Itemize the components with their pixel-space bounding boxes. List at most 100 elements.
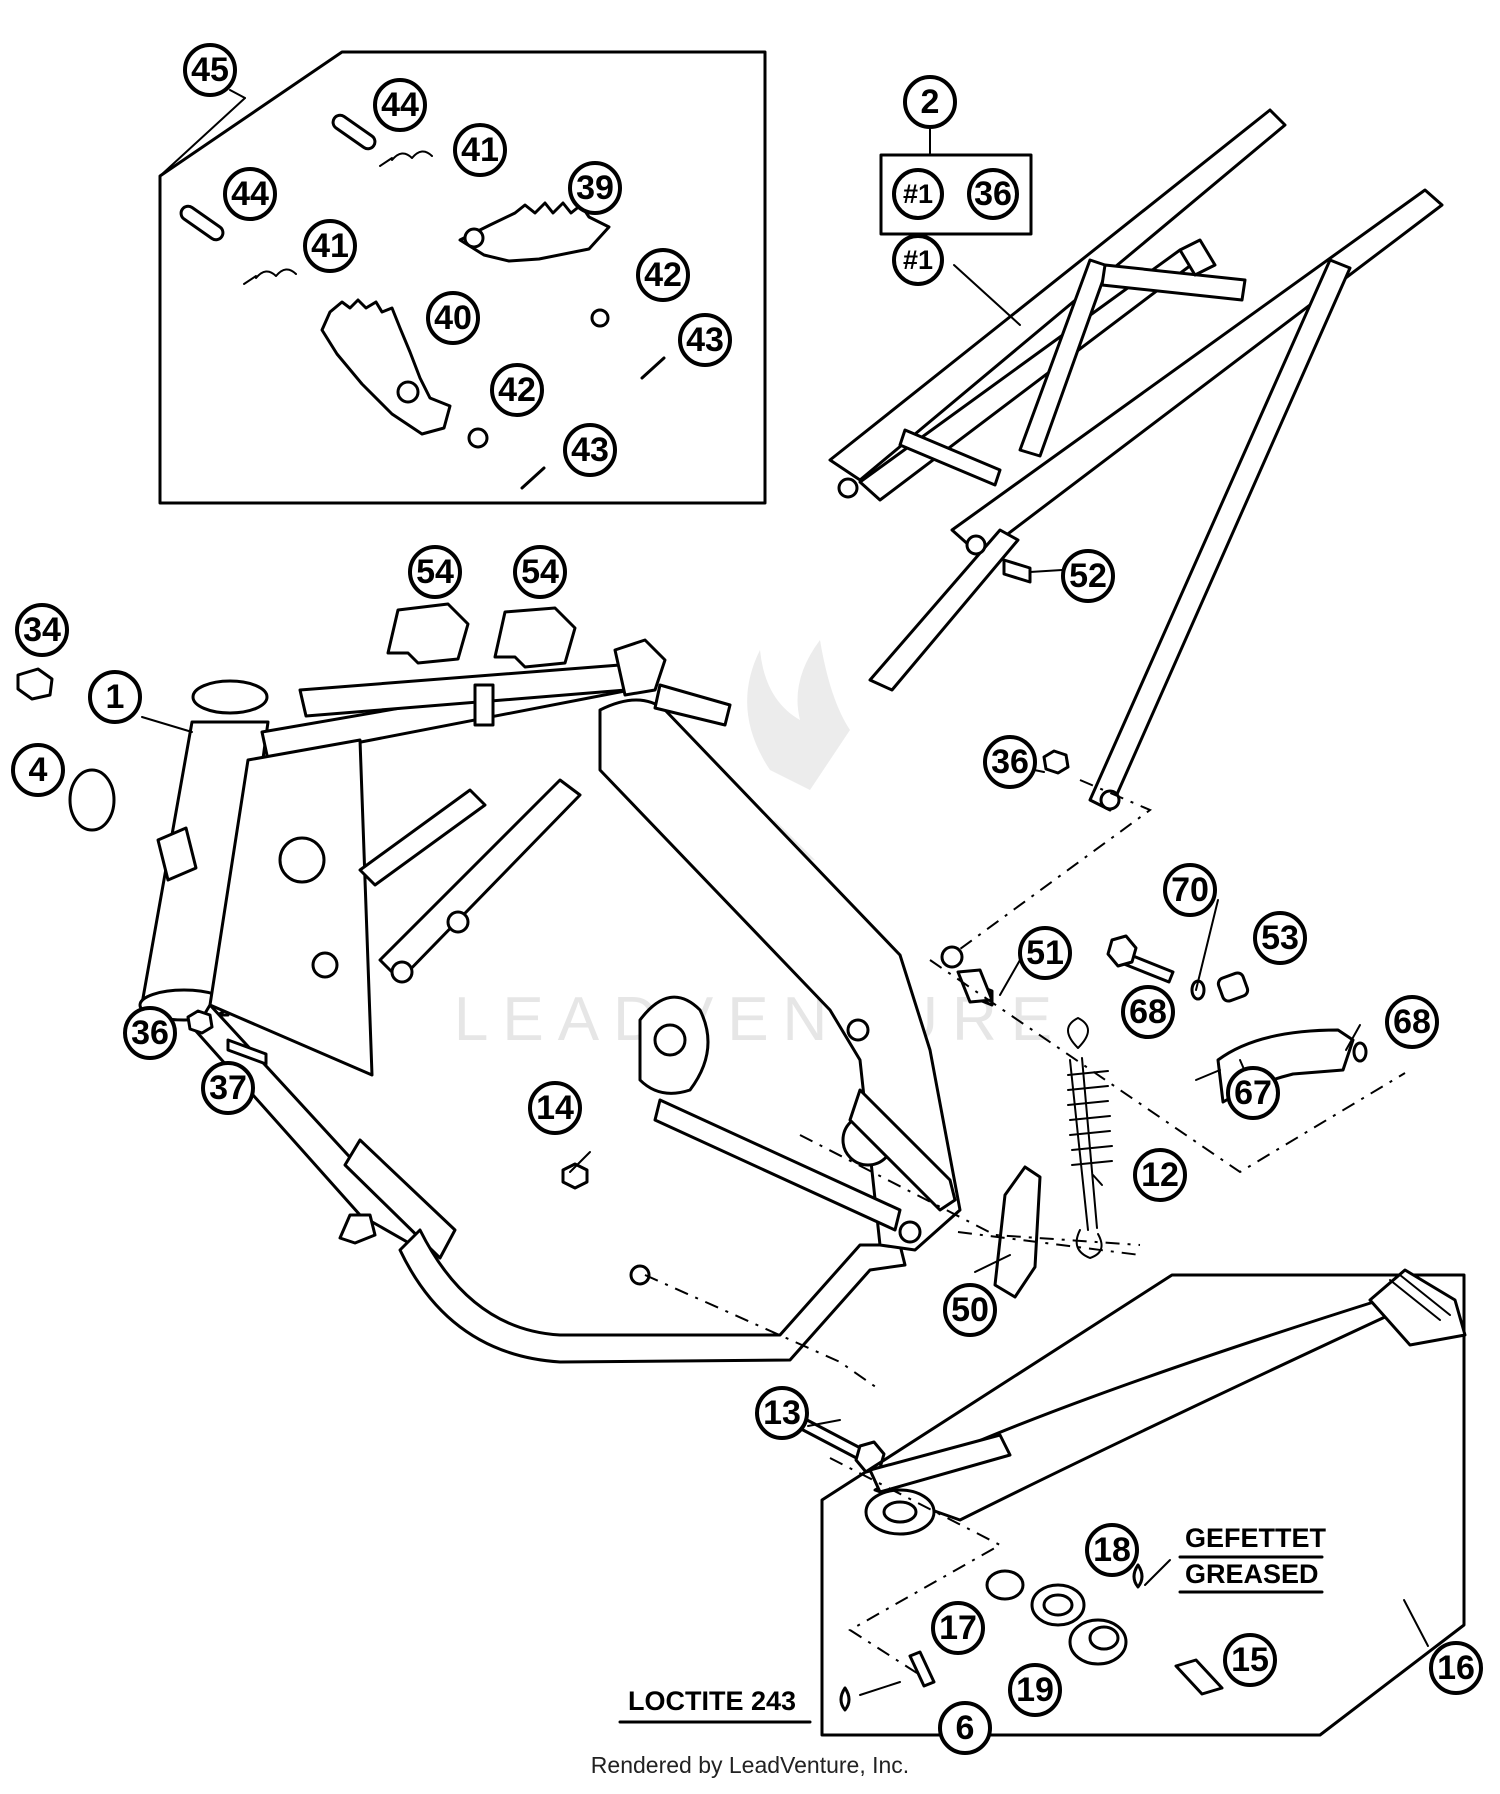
callout-42-top[interactable]: 42	[636, 248, 690, 302]
callout-44-top[interactable]: 44	[373, 78, 427, 132]
callout-1-frame-label: 1	[106, 678, 125, 716]
callout-51-label: 51	[1026, 934, 1064, 972]
callout-40-label: 40	[434, 299, 472, 337]
note-loctite: LOCTITE 243	[628, 1686, 796, 1716]
callout-16-label: 16	[1437, 1649, 1475, 1687]
nut-36-subframe	[1042, 749, 1070, 775]
callout-1-sub[interactable]: #1	[892, 168, 944, 220]
callout-70[interactable]: 70	[1163, 863, 1217, 917]
callout-13[interactable]: 13	[755, 1386, 809, 1440]
callout-36-sub[interactable]: 36	[967, 168, 1019, 220]
callout-42-bottom-label: 42	[498, 371, 536, 409]
callout-67-label: 67	[1234, 1074, 1272, 1112]
footpeg-spring-bottom	[243, 268, 297, 285]
note-gefettet: GEFETTET	[1185, 1523, 1327, 1553]
label-54-right	[493, 606, 577, 669]
callout-34-label: 34	[23, 611, 61, 649]
seal-ring-4	[68, 768, 116, 832]
callout-40[interactable]: 40	[426, 291, 480, 345]
callout-12-label: 12	[1141, 1156, 1179, 1194]
callout-45-label: 45	[191, 51, 229, 89]
callout-6[interactable]: 6	[938, 1701, 992, 1755]
callouts[interactable]: 45 44 44 41 41 39 40 42 42 43 43 2 #1 36…	[11, 43, 1483, 1755]
footpeg-pin-top	[331, 113, 377, 151]
callout-1-sub-label: #1	[903, 179, 933, 209]
watermark-text: LEADVENTURE	[454, 985, 1066, 1054]
callout-14-label: 14	[536, 1089, 574, 1127]
callout-52-label: 52	[1069, 557, 1107, 595]
callout-43-bottom-label: 43	[571, 431, 609, 469]
callout-68-right-label: 68	[1393, 1003, 1431, 1041]
callout-43-top-label: 43	[686, 321, 724, 359]
callout-45[interactable]: 45	[183, 43, 237, 97]
callout-42-bottom[interactable]: 42	[490, 363, 544, 417]
callout-54-left-label: 54	[416, 553, 454, 591]
callout-34[interactable]: 34	[15, 603, 69, 657]
callout-43-top[interactable]: 43	[678, 313, 732, 367]
callout-19-label: 19	[1016, 1671, 1054, 1709]
callout-37-label: 37	[209, 1069, 247, 1107]
notes: GEFETTET GREASED LOCTITE 243	[618, 1523, 1327, 1724]
callout-1-subframe[interactable]: #1	[892, 234, 944, 286]
footpeg-left	[320, 298, 452, 436]
callout-19[interactable]: 19	[1008, 1663, 1062, 1717]
callout-53[interactable]: 53	[1253, 911, 1307, 965]
main-frame	[138, 638, 964, 1364]
callout-68-right[interactable]: 68	[1385, 995, 1439, 1049]
callout-36-subframe-label: 36	[991, 743, 1029, 781]
callout-1-frame[interactable]: 1	[88, 670, 142, 724]
footpeg-pin-bottom	[179, 204, 225, 242]
callout-4-label: 4	[29, 751, 48, 789]
bolt-52	[1002, 558, 1032, 584]
nut-14	[561, 1162, 589, 1190]
cotter-pin-bottom	[520, 466, 546, 490]
callout-6-label: 6	[956, 1709, 975, 1747]
callout-52[interactable]: 52	[1061, 549, 1115, 603]
callout-15[interactable]: 15	[1223, 1633, 1277, 1687]
callout-43-bottom[interactable]: 43	[563, 423, 617, 477]
o-ring-17	[985, 1569, 1025, 1601]
callout-68-left[interactable]: 68	[1121, 985, 1175, 1039]
callout-70-label: 70	[1171, 871, 1209, 909]
callout-39[interactable]: 39	[568, 161, 622, 215]
callout-37[interactable]: 37	[201, 1061, 255, 1115]
callout-36-front[interactable]: 36	[123, 1006, 177, 1060]
callout-39-label: 39	[576, 169, 614, 207]
callout-4[interactable]: 4	[11, 743, 65, 797]
callout-1-subframe-label: #1	[903, 245, 933, 275]
callout-2-label: 2	[921, 83, 940, 121]
cap-34	[16, 667, 54, 701]
callout-14[interactable]: 14	[528, 1081, 582, 1135]
callout-12[interactable]: 12	[1133, 1148, 1187, 1202]
watermark: LEADVENTURE	[454, 640, 1066, 1054]
sidestand-kit-box	[820, 1268, 1467, 1737]
callout-54-left[interactable]: 54	[408, 545, 462, 599]
callout-44-top-label: 44	[381, 86, 419, 124]
callout-41-bottom[interactable]: 41	[303, 219, 357, 273]
callout-17[interactable]: 17	[931, 1601, 985, 1655]
callout-44-bottom[interactable]: 44	[223, 167, 277, 221]
callout-2[interactable]: 2	[903, 75, 957, 129]
nut-36-front	[186, 1009, 214, 1035]
washer-68-right	[1352, 1041, 1368, 1063]
callout-16[interactable]: 16	[1429, 1641, 1483, 1695]
spring-12	[1067, 1017, 1098, 1231]
washer-top	[590, 308, 610, 328]
callout-54-right[interactable]: 54	[513, 545, 567, 599]
callout-50[interactable]: 50	[943, 1283, 997, 1337]
callout-68-left-label: 68	[1129, 993, 1167, 1031]
callout-18[interactable]: 18	[1085, 1523, 1139, 1577]
callout-36-subframe[interactable]: 36	[983, 735, 1037, 789]
washer-bottom	[467, 427, 489, 449]
label-54-left	[386, 602, 470, 665]
callout-51[interactable]: 51	[1018, 926, 1072, 980]
subframe	[828, 108, 1444, 961]
callout-36-sub-label: 36	[974, 175, 1012, 213]
callout-41-top[interactable]: 41	[453, 123, 507, 177]
callout-53-label: 53	[1261, 919, 1299, 957]
loctite-drop	[839, 1686, 851, 1712]
callout-17-label: 17	[939, 1609, 977, 1647]
bolt-37	[226, 1038, 268, 1066]
callout-67[interactable]: 67	[1226, 1066, 1280, 1120]
